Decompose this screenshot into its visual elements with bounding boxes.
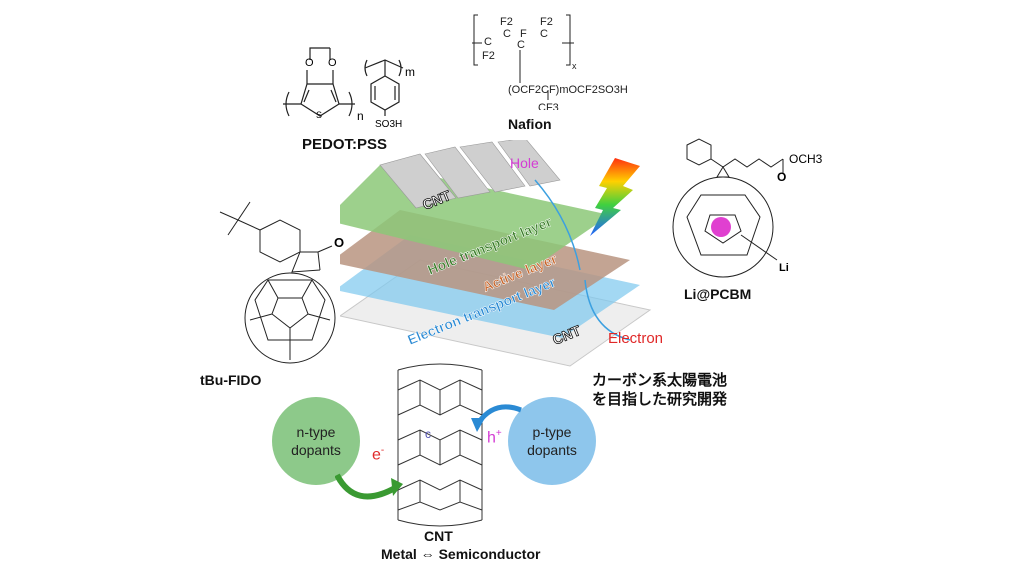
atom-o: O [305, 57, 314, 69]
atom-o: O [328, 57, 337, 69]
electron-transfer-arrow [335, 473, 403, 500]
n-type-dopants-circle: n-type dopants [272, 397, 360, 485]
li-pcbm-label: Li@PCBM [684, 286, 752, 302]
transition-label: Metal ⇔ Semiconductor [381, 546, 541, 562]
hole-transfer-arrow [471, 404, 522, 432]
li-pcbm-structure: OCH3 O Li [672, 138, 823, 278]
cf3: CF3 [538, 102, 559, 110]
subscript-n: n [357, 109, 364, 123]
cnt-strip [379, 153, 457, 209]
n-type-line2: dopants [291, 442, 341, 458]
f: F [520, 28, 527, 40]
atom-o: O [334, 235, 344, 250]
p-type-line2: dopants [527, 442, 577, 458]
electron-arrow [584, 279, 631, 341]
so3h-group: SO3H [375, 119, 402, 130]
f2: F2 [482, 50, 495, 62]
device-stack: CNT Hole transport layer Active layer El… [340, 140, 652, 367]
p-type-dopants-circle: p-type dopants [508, 397, 596, 485]
caption-jp: カーボン系太陽電池 を目指した研究開発 [592, 371, 727, 409]
cnt-center-atom: c [425, 427, 431, 441]
subscript-x: x [572, 61, 577, 71]
n-type-line1: n-type [296, 424, 336, 440]
c: C [503, 28, 511, 40]
atom-s: S [316, 110, 322, 120]
och3-group: OCH3 [789, 152, 823, 166]
subscript-m: m [405, 65, 415, 79]
f2: F2 [540, 16, 553, 28]
caption-line2: を目指した研究開発 [592, 391, 728, 408]
c: C [540, 28, 548, 40]
tbu-fido-label: tBu-FIDO [200, 372, 262, 388]
side-chain: (OCF2CF)mOCF2SO3H [508, 84, 628, 96]
electron-label: Electron [608, 330, 664, 347]
hole-label: Hole [510, 155, 539, 171]
hole-carrier: h+ [487, 428, 502, 447]
li-atom [711, 217, 731, 237]
cnt-tube: c [397, 363, 483, 527]
hole-arrow [534, 179, 581, 271]
atom-o: O [777, 170, 786, 184]
li-label: Li [779, 262, 789, 274]
p-type-line1: p-type [532, 424, 572, 440]
c: C [517, 39, 525, 51]
cnt-label: CNT [424, 528, 453, 544]
f2: F2 [500, 16, 513, 28]
tbu-fido-structure: O [219, 201, 344, 364]
cnt-strip [497, 140, 561, 187]
cnt-strip [424, 146, 491, 199]
c: C [484, 36, 492, 48]
electron-carrier: e- [372, 445, 385, 464]
nafion-label: Nafion [508, 116, 552, 132]
lightning-icon [590, 158, 640, 236]
cnt-strip [459, 141, 526, 193]
caption-line1: カーボン系太陽電池 [592, 372, 728, 389]
pedot-structure: O O S n m SO3H [283, 47, 415, 130]
pedot-pss-label: PEDOT:PSS [302, 136, 388, 153]
nafion-structure: F2 F2 C C F C C F2 x (OCF2CF)mOCF2SO3H C… [472, 14, 628, 110]
